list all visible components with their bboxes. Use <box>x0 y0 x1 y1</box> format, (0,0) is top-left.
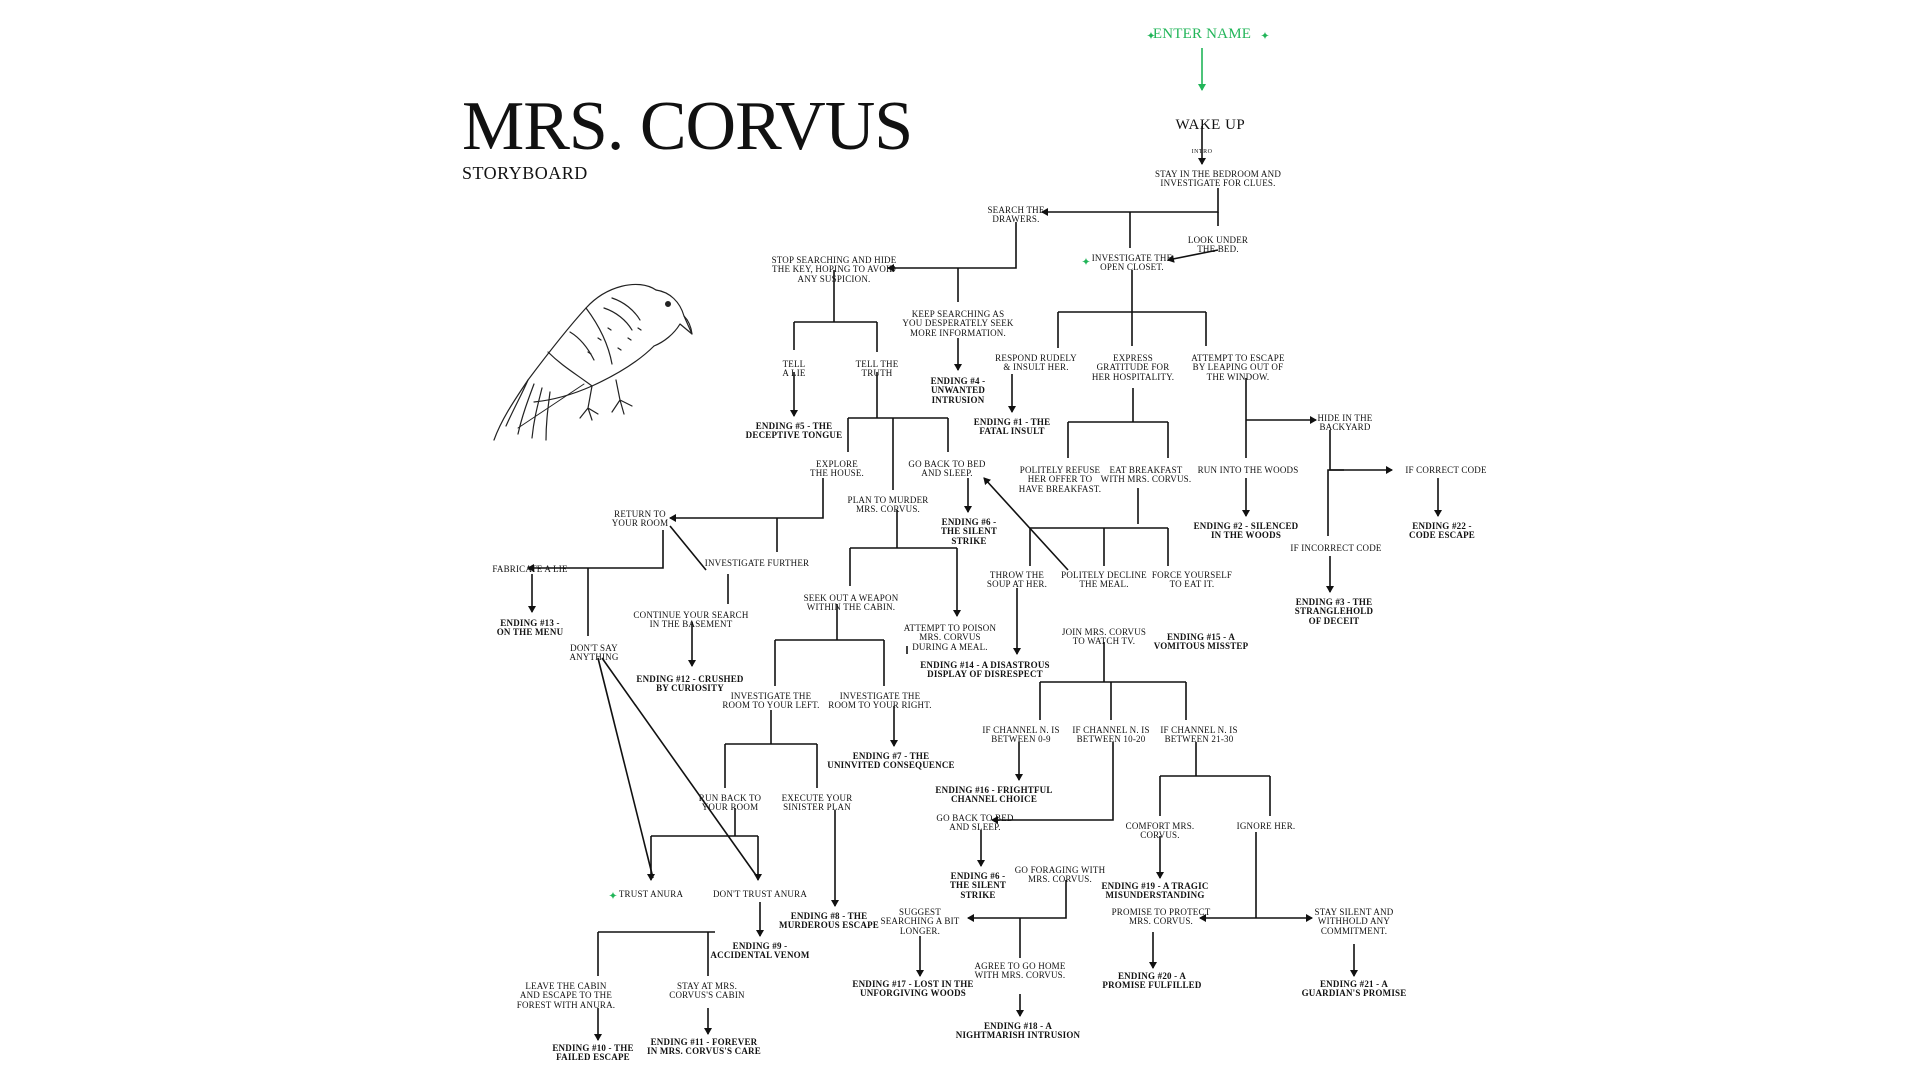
fabricate-lie-node: FABRICATE A LIE <box>492 564 568 574</box>
attempt-poison-node: ATTEMPT TO POISON MRS. CORVUS DURING A M… <box>903 623 997 652</box>
plan-murder-node: PLAN TO MURDER MRS. CORVUS. <box>847 495 929 515</box>
ending-13-node: ENDING #13 - ON THE MENU <box>496 618 564 638</box>
if-correct-code-node: IF CORRECT CODE <box>1405 465 1487 475</box>
force-eat-node: FORCE YOURSELF TO EAT IT. <box>1151 570 1233 590</box>
connector-arrow <box>991 742 1114 824</box>
promise-protect-node: PROMISE TO PROTECT MRS. CORVUS. <box>1111 907 1211 927</box>
leave-cabin-node: LEAVE THE CABIN AND ESCAPE TO THE FOREST… <box>516 981 616 1010</box>
ending-17-node: ENDING #17 - LOST IN THE UNFORGIVING WOO… <box>852 979 974 999</box>
agree-home-node: AGREE TO GO HOME WITH MRS. CORVUS. <box>974 961 1066 981</box>
ending-8-node: ENDING #8 - THE MURDEROUS ESCAPE <box>779 911 879 931</box>
wake-up-node: WAKE UP INTRO <box>1159 102 1245 187</box>
ending-14-node: ENDING #14 - A DISASTROUS DISPLAY OF DIS… <box>920 660 1050 680</box>
enter-name-node: ENTER NAME <box>1152 26 1252 42</box>
ending-11-node: ENDING #11 - FOREVER IN MRS. CORVUS'S CA… <box>647 1037 761 1057</box>
wake-up-label: WAKE UP <box>1175 116 1246 133</box>
tell-lie-node: TELL A LIE <box>782 359 806 379</box>
ending-15-node: ENDING #15 - A VOMITOUS MISSTEP <box>1153 632 1249 652</box>
ending-9-node: ENDING #9 - ACCIDENTAL VENOM <box>710 941 810 961</box>
ending-7-node: ENDING #7 - THE UNINVITED CONSEQUENCE <box>827 751 955 771</box>
comfort-node: COMFORT MRS. CORVUS. <box>1125 821 1195 841</box>
connector-arrow <box>669 525 707 571</box>
connector-arrow <box>669 478 824 522</box>
seek-weapon-node: SEEK OUT A WEAPON WITHIN THE CABIN. <box>803 593 899 613</box>
connector-arrow <box>601 657 759 879</box>
ending-3-node: ENDING #3 - THE STRANGLEHOLD OF DECEIT <box>1294 597 1374 626</box>
execute-plan-node: EXECUTE YOUR SINISTER PLAN <box>781 793 853 813</box>
run-back-room-node: RUN BACK TO YOUR ROOM <box>698 793 762 813</box>
connector-arrow <box>527 530 664 572</box>
connector-arrow <box>887 222 1017 272</box>
room-right-node: INVESTIGATE THE ROOM TO YOUR RIGHT. <box>828 691 932 711</box>
ending-10-node: ENDING #10 - THE FAILED ESCAPE <box>552 1043 634 1063</box>
sparkle-icon: ✦ <box>608 889 618 903</box>
channel-21-30-node: IF CHANNEL N. IS BETWEEN 21-30 <box>1160 725 1238 745</box>
stop-searching-node: STOP SEARCHING AND HIDE THE KEY, HOPING … <box>771 255 897 284</box>
ending-19-node: ENDING #19 - A TRAGIC MISUNDERSTANDING <box>1101 881 1209 901</box>
look-under-bed-node: LOOK UNDER THE BED. <box>1187 235 1249 255</box>
room-left-node: INVESTIGATE THE ROOM TO YOUR LEFT. <box>722 691 820 711</box>
explore-house-node: EXPLORE THE HOUSE. <box>810 459 864 479</box>
connector-arrow <box>1167 249 1219 263</box>
decline-meal-node: POLITELY DECLINE THE MEAL. <box>1061 570 1147 590</box>
return-room-node: RETURN TO YOUR ROOM <box>611 509 669 529</box>
ending-16-node: ENDING #16 - FRIGHTFUL CHANNEL CHOICE <box>935 785 1053 805</box>
go-foraging-node: GO FORAGING WITH MRS. CORVUS. <box>1014 865 1106 885</box>
respond-rudely-node: RESPOND RUDELY & INSULT HER. <box>995 353 1077 373</box>
trust-anura-node: TRUST ANURA <box>618 889 684 899</box>
stay-bedroom-node: STAY IN THE BEDROOM AND INVESTIGATE FOR … <box>1154 169 1282 189</box>
tell-truth-node: TELL THE TRUTH <box>855 359 899 379</box>
stay-cabin-node: STAY AT MRS. CORVUS'S CABIN <box>669 981 745 1001</box>
sparkle-icon: ✦ <box>1146 29 1156 43</box>
ignore-her-node: IGNORE HER. <box>1236 821 1296 831</box>
ending-1-node: ENDING #1 - THE FATAL INSULT <box>973 417 1051 437</box>
search-drawers-node: SEARCH THE DRAWERS. <box>987 205 1045 225</box>
ending-6-node: ENDING #6 - THE SILENT STRIKE <box>940 517 998 546</box>
open-closet-node: INVESTIGATE THE OPEN CLOSET. <box>1091 253 1173 273</box>
throw-soup-node: THROW THE SOUP AT HER. <box>986 570 1048 590</box>
dont-say-anything-node: DON'T SAY ANYTHING <box>569 643 619 663</box>
express-gratitude-node: EXPRESS GRATITUDE FOR HER HOSPITALITY. <box>1091 353 1175 382</box>
refuse-breakfast-node: POLITELY REFUSE HER OFFER TO HAVE BREAKF… <box>1018 465 1102 494</box>
hide-backyard-node: HIDE IN THE BACKYARD <box>1317 413 1373 433</box>
connector-arrow <box>967 880 1067 922</box>
crow-illustration <box>493 283 693 441</box>
suggest-searching-node: SUGGEST SEARCHING A BIT LONGER. <box>880 907 960 936</box>
intro-label: INTRO <box>1191 149 1213 156</box>
page-title: MRS. CORVUS <box>462 88 913 165</box>
run-woods-node: RUN INTO THE WOODS <box>1197 465 1299 475</box>
ending-4-node: ENDING #4 - UNWANTED INTRUSION <box>930 376 986 405</box>
join-tv-node: JOIN MRS. CORVUS TO WATCH TV. <box>1061 627 1147 647</box>
investigate-further-node: INVESTIGATE FURTHER <box>704 558 810 568</box>
go-back-bed-node: GO BACK TO BED AND SLEEP. <box>908 459 986 479</box>
page-subtitle: STORYBOARD <box>462 163 588 183</box>
ending-5-node: ENDING #5 - THE DECEPTIVE TONGUE <box>745 421 843 441</box>
channel-0-9-node: IF CHANNEL N. IS BETWEEN 0-9 <box>982 725 1060 745</box>
continue-basement-node: CONTINUE YOUR SEARCH IN THE BASEMENT <box>633 610 749 630</box>
connector-arrow <box>1329 430 1393 474</box>
stay-silent-node: STAY SILENT AND WITHHOLD ANY COMMITMENT. <box>1314 907 1394 936</box>
ending-2-node: ENDING #2 - SILENCED IN THE WOODS <box>1193 521 1299 541</box>
keep-searching-node: KEEP SEARCHING AS YOU DESPERATELY SEEK M… <box>902 309 1014 338</box>
ending-21-node: ENDING #21 - A GUARDIAN'S PROMISE <box>1301 979 1407 999</box>
ending-6b-node: ENDING #6 - THE SILENT STRIKE <box>949 871 1007 900</box>
connector-arrow <box>1327 469 1344 536</box>
go-back-bed-2-node: GO BACK TO BED AND SLEEP. <box>936 813 1014 833</box>
sparkle-icon: ✦ <box>1260 29 1270 43</box>
dont-trust-anura-node: DON'T TRUST ANURA <box>712 889 808 899</box>
connector-arrow <box>597 657 654 879</box>
ending-22-node: ENDING #22 - CODE ESCAPE <box>1409 521 1475 541</box>
sparkle-icon: ✦ <box>1081 255 1091 269</box>
ending-18-node: ENDING #18 - A NIGHTMARISH INTRUSION <box>955 1021 1081 1041</box>
ending-12-node: ENDING #12 - CRUSHED BY CURIOSITY <box>636 674 744 694</box>
channel-10-20-node: IF CHANNEL N. IS BETWEEN 10-20 <box>1072 725 1150 745</box>
if-incorrect-code-node: IF INCORRECT CODE <box>1290 543 1382 553</box>
connector-arrow <box>1041 188 1219 216</box>
connector-arrow <box>983 477 1069 571</box>
attempt-escape-node: ATTEMPT TO ESCAPE BY LEAPING OUT OF THE … <box>1191 353 1285 382</box>
ending-20-node: ENDING #20 - A PROMISE FULFILLED <box>1102 971 1202 991</box>
eat-breakfast-node: EAT BREAKFAST WITH MRS. CORVUS. <box>1100 465 1192 485</box>
